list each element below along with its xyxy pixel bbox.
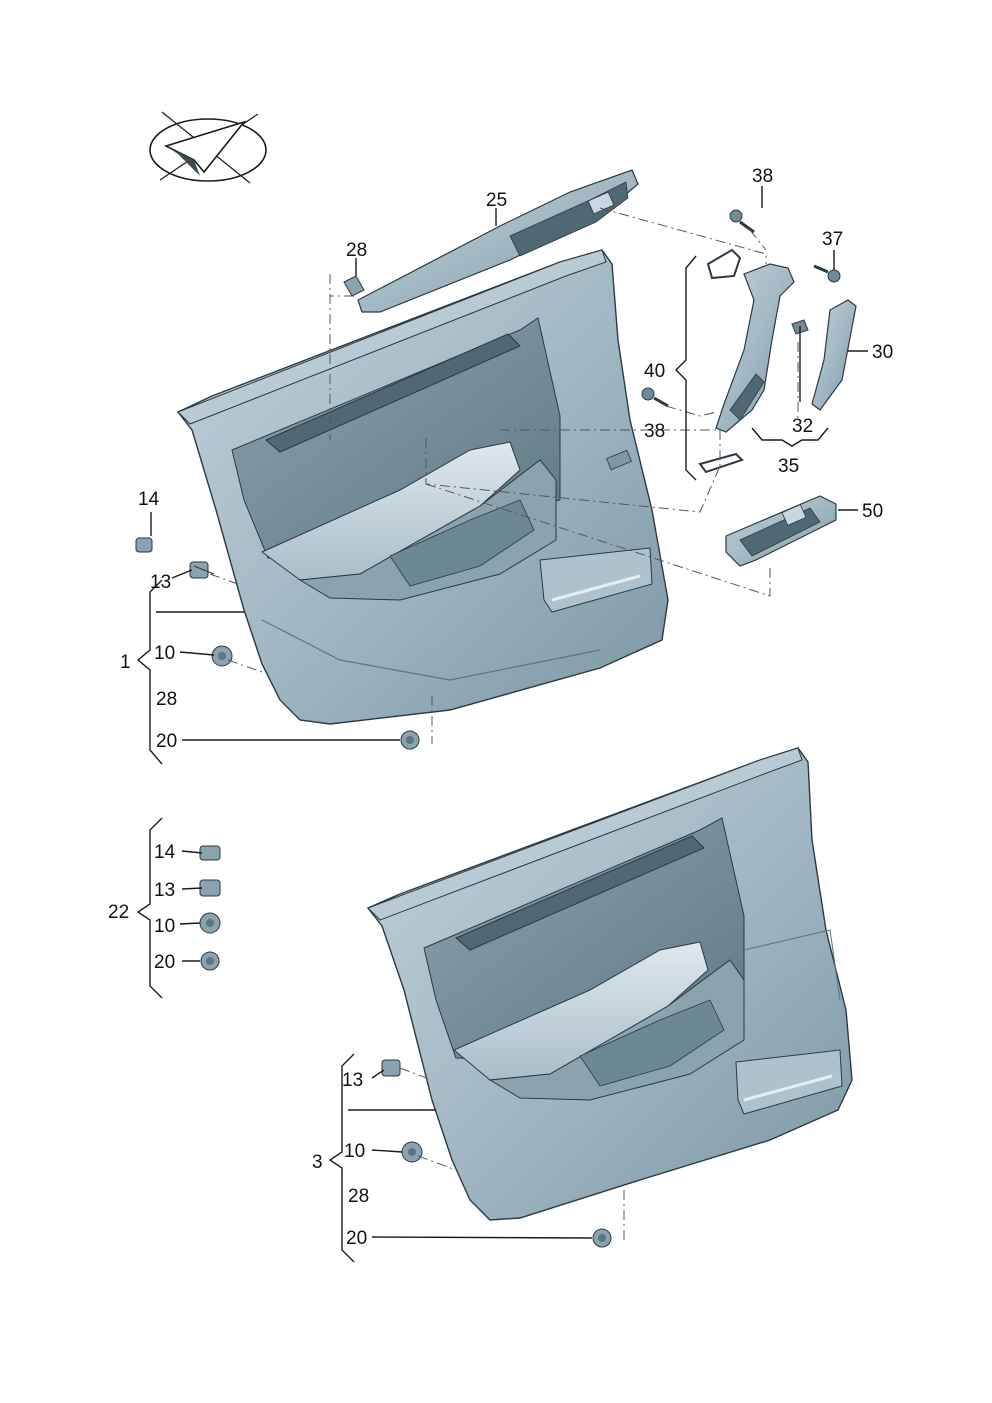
callout-20-c: 20 xyxy=(346,1228,367,1249)
part-28-clip-top xyxy=(343,275,365,297)
assembly-lines xyxy=(209,207,799,1242)
callout-32: 32 xyxy=(792,416,813,437)
leader-lines xyxy=(150,186,868,1239)
callout-22: 22 xyxy=(108,902,129,923)
part-38-screw-top xyxy=(729,209,755,234)
part-10-clip-c xyxy=(401,1141,423,1163)
callout-35: 35 xyxy=(778,456,799,477)
callout-30: 30 xyxy=(872,342,893,363)
callout-28-b: 28 xyxy=(348,1186,369,1207)
callout-37: 37 xyxy=(822,229,843,250)
callout-25: 25 xyxy=(486,190,507,211)
part-30-cover xyxy=(811,299,857,411)
part-40-gasket-lower xyxy=(698,452,744,474)
part-25-trim-strip xyxy=(357,169,639,313)
part-20-clip-b xyxy=(200,951,220,971)
part-13-clip-b xyxy=(199,879,221,897)
part-14-clip-b xyxy=(199,845,221,861)
callout-38-mid: 38 xyxy=(644,421,665,442)
braces xyxy=(136,255,829,1263)
callout-10-b: 10 xyxy=(154,916,175,937)
callout-20-b: 20 xyxy=(154,952,175,973)
callout-40: 40 xyxy=(644,361,665,382)
part-50-window-switch xyxy=(725,495,837,567)
callout-50: 50 xyxy=(862,501,883,522)
callout-3: 3 xyxy=(312,1152,323,1173)
part-38-screw-mid xyxy=(641,387,669,408)
callout-10-a: 10 xyxy=(154,643,175,664)
callout-28-top: 28 xyxy=(346,240,367,261)
part-20-clip-a xyxy=(400,730,420,750)
part-13-clip-c xyxy=(381,1059,401,1077)
callout-1: 1 xyxy=(120,652,131,673)
callout-13-c: 13 xyxy=(342,1070,363,1091)
door-trim-panel-second xyxy=(366,747,853,1221)
part-14-clip-a xyxy=(135,537,153,553)
part-20-clip-c xyxy=(592,1228,612,1248)
callout-38-top: 38 xyxy=(752,166,773,187)
part-37-screw xyxy=(813,264,841,283)
callout-13-b: 13 xyxy=(154,880,175,901)
callout-10-c: 10 xyxy=(344,1141,365,1162)
callout-28-a: 28 xyxy=(156,689,177,710)
callout-14-a: 14 xyxy=(138,489,160,510)
direction-arrow-icon xyxy=(149,111,267,184)
callout-20-a: 20 xyxy=(156,731,177,752)
part-35-handle-bracket xyxy=(715,263,795,433)
part-40-gasket-upper xyxy=(706,248,742,280)
part-10-clip-b xyxy=(199,912,221,934)
callout-14-b: 14 xyxy=(154,842,176,863)
part-10-clip-a xyxy=(211,645,233,667)
callout-labels: 14 13 1 10 28 20 25 28 38 37 30 40 38 32… xyxy=(108,166,893,1249)
callout-13-a: 13 xyxy=(150,572,171,593)
part-13-clip-a xyxy=(189,561,215,579)
door-trim-panel-front xyxy=(176,249,669,725)
